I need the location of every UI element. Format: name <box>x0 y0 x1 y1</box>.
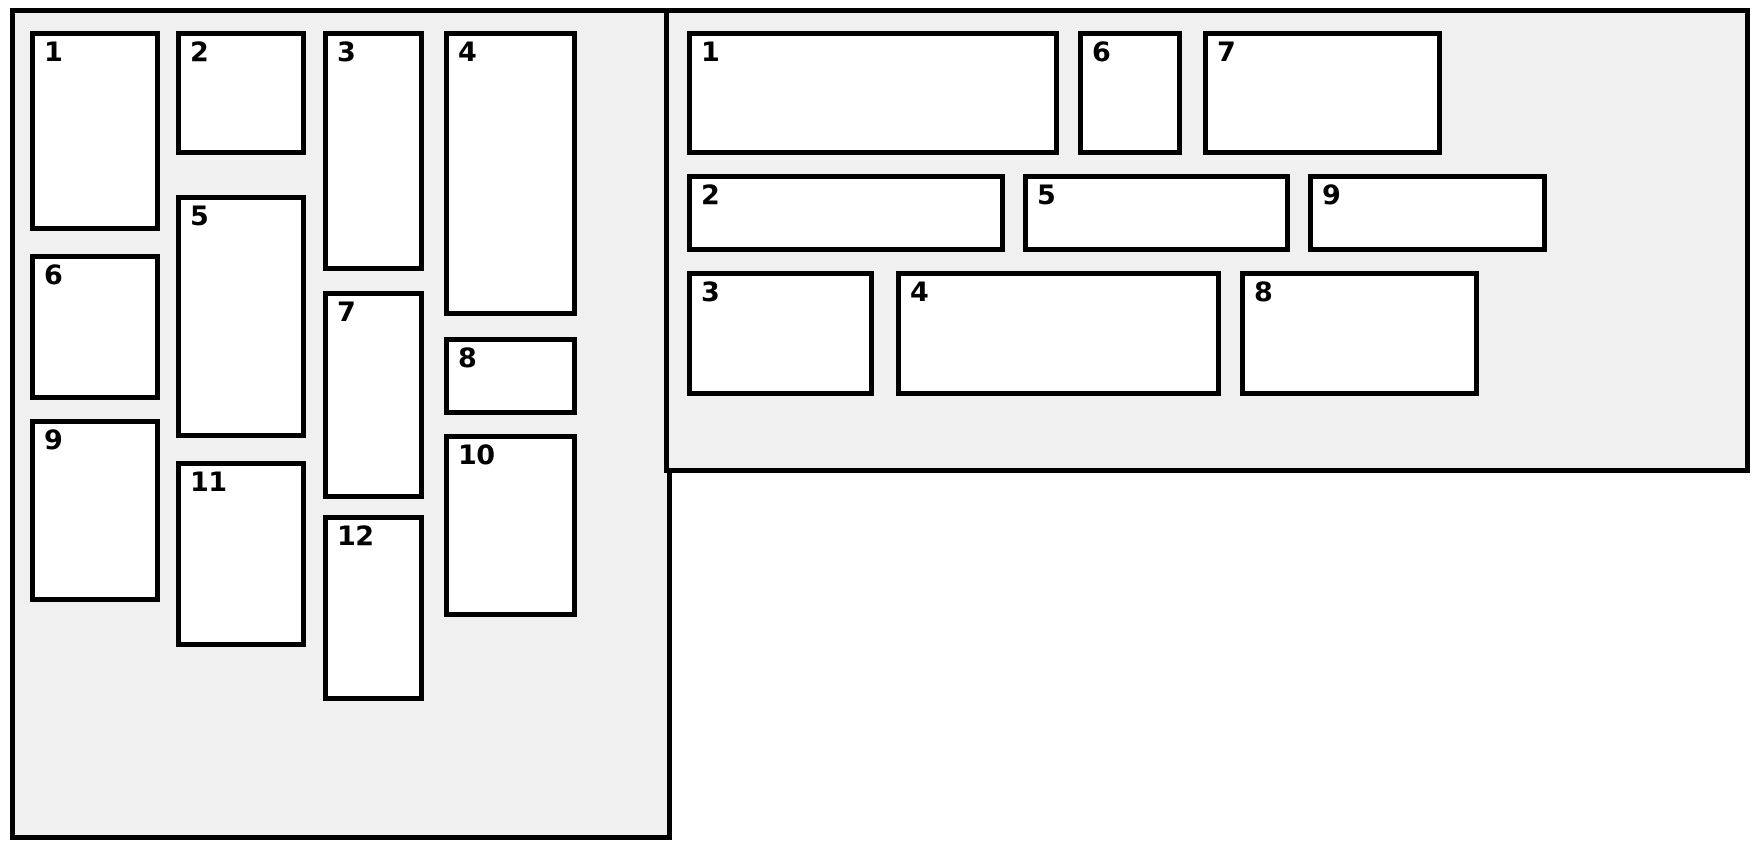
box-label: 8 <box>1254 277 1273 308</box>
box-label: 7 <box>337 297 356 328</box>
box-label: 11 <box>190 467 227 498</box>
layout-box-2[interactable]: 2 <box>687 174 1005 252</box>
layout-box-6[interactable]: 6 <box>1078 31 1182 155</box>
layout-box-6[interactable]: 6 <box>30 254 160 400</box>
box-label: 4 <box>458 37 477 68</box>
layout-box-1[interactable]: 1 <box>687 31 1059 155</box>
box-label: 9 <box>44 425 63 456</box>
layout-box-9[interactable]: 9 <box>30 419 160 602</box>
box-label: 12 <box>337 521 374 552</box>
layout-box-5[interactable]: 5 <box>1023 174 1290 252</box>
box-label: 3 <box>701 277 720 308</box>
layout-box-8[interactable]: 8 <box>1240 271 1479 396</box>
layout-box-8[interactable]: 8 <box>444 337 577 415</box>
box-label: 1 <box>44 37 63 68</box>
box-label: 2 <box>701 180 720 211</box>
box-label: 10 <box>458 440 495 471</box>
layout-box-11[interactable]: 11 <box>176 461 306 647</box>
layout-box-5[interactable]: 5 <box>176 195 306 438</box>
box-label: 2 <box>190 37 209 68</box>
box-label: 6 <box>1092 37 1111 68</box>
layout-box-1[interactable]: 1 <box>30 31 160 231</box>
box-label: 5 <box>1037 180 1056 211</box>
layout-box-4[interactable]: 4 <box>444 31 577 316</box>
layout-box-9[interactable]: 9 <box>1308 174 1547 252</box>
layout-box-4[interactable]: 4 <box>896 271 1221 396</box>
layout-box-3[interactable]: 3 <box>323 31 424 271</box>
layout-box-7[interactable]: 7 <box>1203 31 1442 155</box>
layout-box-12[interactable]: 12 <box>323 515 424 701</box>
layout-box-3[interactable]: 3 <box>687 271 874 396</box>
box-label: 9 <box>1322 180 1341 211</box>
box-label: 8 <box>458 343 477 374</box>
layout-box-10[interactable]: 10 <box>444 434 577 617</box>
layout-box-7[interactable]: 7 <box>323 291 424 499</box>
box-label: 7 <box>1217 37 1236 68</box>
box-label: 5 <box>190 201 209 232</box>
box-label: 4 <box>910 277 929 308</box>
box-label: 6 <box>44 260 63 291</box>
box-label: 1 <box>701 37 720 68</box>
box-label: 3 <box>337 37 356 68</box>
layout-box-2[interactable]: 2 <box>176 31 306 155</box>
